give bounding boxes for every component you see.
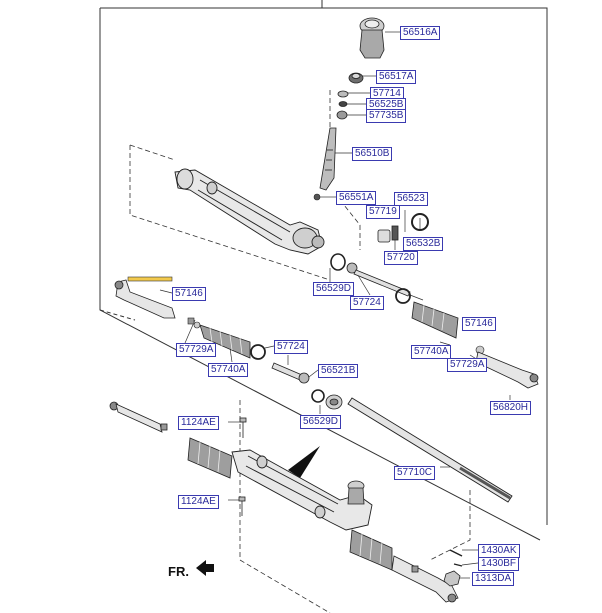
- seal-part: [348, 72, 364, 84]
- assembled-bellows-left: [187, 437, 233, 479]
- callout-57735B[interactable]: 57735B: [366, 109, 407, 123]
- clamp-part: [250, 344, 266, 360]
- callout-57719[interactable]: 57719: [366, 205, 400, 219]
- bushing-part: [325, 394, 343, 410]
- callout-56523[interactable]: 56523: [394, 192, 428, 206]
- callout-57724-lower[interactable]: 57724: [274, 340, 308, 354]
- callout-57146-right[interactable]: 57146: [462, 317, 496, 331]
- callout-1430BF[interactable]: 1430BF: [478, 557, 520, 571]
- bellows-right-part: [411, 301, 459, 339]
- callout-1124AE-upper[interactable]: 1124AE: [178, 416, 219, 430]
- front-direction-label: FR.: [168, 564, 189, 579]
- callout-1430AK[interactable]: 1430AK: [478, 544, 520, 558]
- callout-57740A-right[interactable]: 57740A: [411, 345, 452, 359]
- clamp-part: [395, 288, 411, 304]
- callout-57740A-left[interactable]: 57740A: [208, 363, 249, 377]
- rack-bar-part: [347, 397, 513, 503]
- callout-1313DA[interactable]: 1313DA: [472, 572, 515, 586]
- callout-57729A-right[interactable]: 57729A: [447, 358, 488, 372]
- highlight-bar: [127, 276, 173, 282]
- cotter-pin-part: [449, 549, 463, 567]
- callout-56529D-upper[interactable]: 56529D: [313, 282, 355, 296]
- clip-part: [193, 321, 201, 329]
- circlip-part: [330, 253, 346, 271]
- callout-57720[interactable]: 57720: [384, 251, 418, 265]
- assembled-pinion-cap: [347, 480, 365, 505]
- outer-tie-rod-left-part: [114, 279, 176, 319]
- ring-parts-small: [336, 90, 349, 120]
- bolt-parts: [238, 417, 247, 516]
- castle-nut-part: [443, 570, 461, 587]
- outer-tie-rod-right-part: [475, 351, 539, 389]
- yoke-parts: [377, 213, 429, 243]
- callout-56517A[interactable]: 56517A: [376, 70, 417, 84]
- inner-tie-rod-lower-part: [271, 362, 310, 384]
- inner-tie-rod-part: [346, 262, 411, 297]
- nut-part: [313, 193, 321, 201]
- upper-housing-part: [174, 168, 325, 255]
- callout-56516A[interactable]: 56516A: [400, 26, 441, 40]
- dashed-outline-upper: [129, 90, 361, 281]
- circlip-part: [311, 389, 325, 403]
- pinion-shaft-part: [319, 127, 337, 191]
- callout-57146-left[interactable]: 57146: [172, 287, 206, 301]
- assembled-housing: [231, 449, 373, 531]
- nut-part: [187, 317, 195, 325]
- direction-wedge-icon: [288, 446, 320, 478]
- assembled-rack-left-tie-rod: [109, 401, 168, 433]
- dashed-outline-lower: [239, 400, 471, 613]
- callout-1124AE-lower[interactable]: 1124AE: [178, 495, 219, 509]
- callout-57724-upper[interactable]: 57724: [350, 296, 384, 310]
- callout-56820H[interactable]: 56820H: [490, 401, 532, 415]
- callout-56510B[interactable]: 56510B: [352, 147, 393, 161]
- callout-57729A-left[interactable]: 57729A: [176, 343, 217, 357]
- assembled-bellows-right: [349, 529, 393, 571]
- frame-lines: [99, 0, 548, 541]
- callout-56551A[interactable]: 56551A: [336, 191, 377, 205]
- callout-56521B[interactable]: 56521B: [318, 364, 359, 378]
- callout-57710C[interactable]: 57710C: [394, 466, 436, 480]
- pinion-cap-part: [359, 17, 385, 59]
- callout-56532B[interactable]: 56532B: [403, 237, 444, 251]
- bellows-left-part: [199, 324, 251, 359]
- front-arrow-icon: [196, 560, 214, 576]
- assembled-rack-right-tie-rod: [391, 555, 459, 603]
- callout-56529D-lower[interactable]: 56529D: [300, 415, 342, 429]
